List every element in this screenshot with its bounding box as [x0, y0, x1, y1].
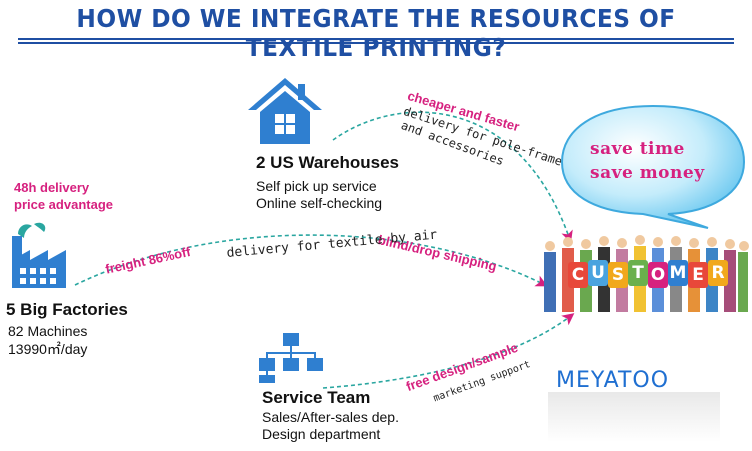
customer-letter-u: U	[588, 260, 608, 286]
bubble-line-2: save money	[590, 163, 705, 183]
factories-title: 5 Big Factories	[6, 300, 128, 320]
warehouses-title: 2 US Warehouses	[256, 153, 399, 173]
service-line-2: Design department	[262, 426, 380, 443]
factories-badge-line-1: 48h delivery	[14, 180, 89, 195]
customer-letter-e: E	[688, 262, 708, 288]
factories-line-1: 82 Machines	[8, 323, 87, 340]
customer-letter-r: R	[708, 260, 728, 286]
factory-icon	[8, 220, 72, 290]
service-title: Service Team	[262, 388, 370, 408]
warehouses-line-2: Online self-checking	[256, 195, 382, 212]
factories-badge-line-2: price advantage	[14, 197, 113, 212]
customer-letter-t: T	[628, 260, 648, 286]
brand-logo: MEYATOO	[556, 368, 669, 393]
brand-reflection	[548, 392, 720, 442]
org-chart-icon	[258, 333, 324, 383]
warehouses-line-1: Self pick up service	[256, 178, 377, 195]
bubble-line-1: save time	[590, 139, 685, 159]
customer-letter-m: M	[668, 260, 688, 286]
house-icon	[246, 76, 324, 146]
customer-letter-o: O	[648, 262, 668, 288]
factories-line-2: 13990㎡/day	[8, 341, 87, 358]
service-line-1: Sales/After-sales dep.	[262, 409, 399, 426]
customer-letter-c: C	[568, 262, 588, 288]
customer-letter-s: S	[608, 262, 628, 288]
